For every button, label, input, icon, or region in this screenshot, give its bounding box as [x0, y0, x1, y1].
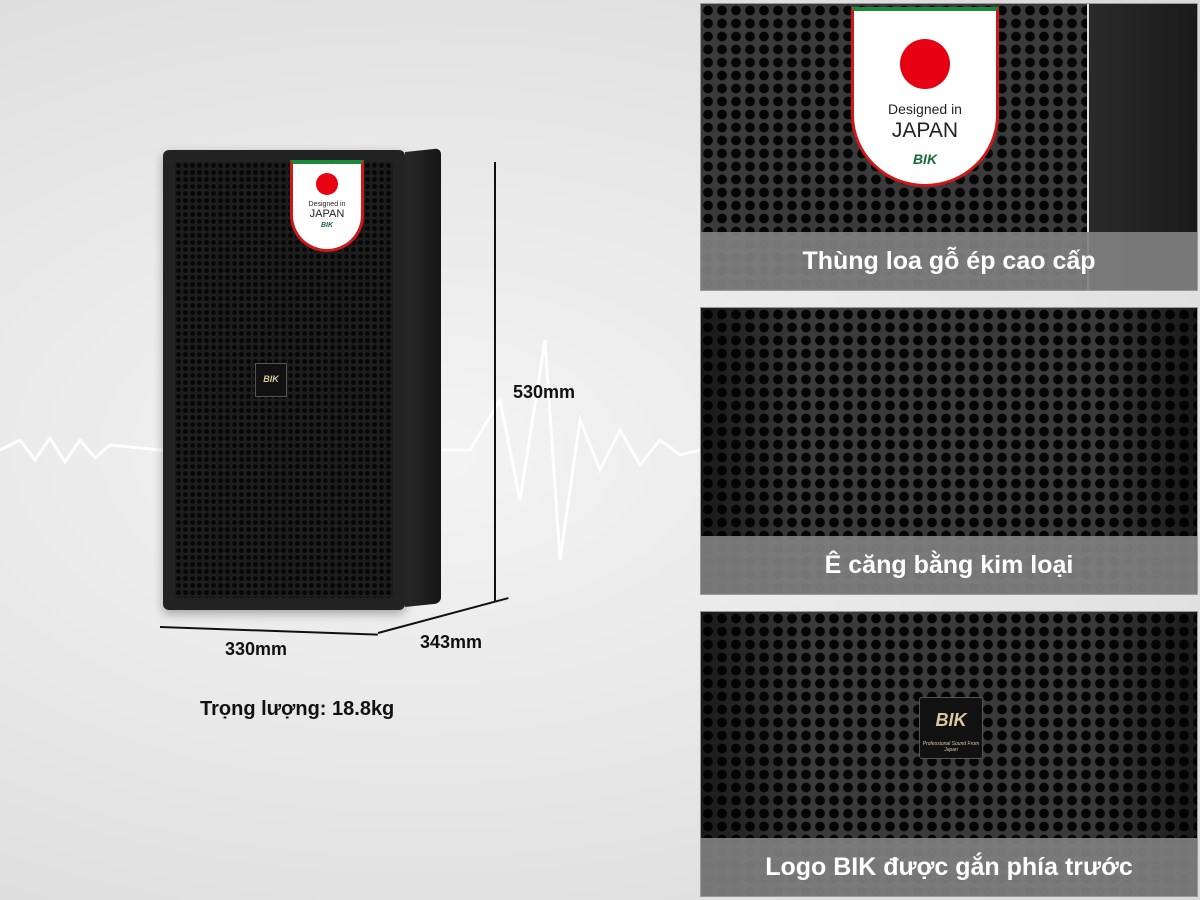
front-logo-plate: BIK [255, 363, 287, 397]
speaker-side-panel [405, 148, 441, 607]
depth-label: 343mm [420, 632, 483, 652]
designed-in-japan-badge: Designed in JAPAN BIK [290, 160, 364, 252]
feature-panel-cabinet: Designed in JAPAN BIK Thùng loa gỗ ép ca… [700, 3, 1198, 291]
width-label: 330mm [225, 639, 288, 659]
feature-caption: Thùng loa gỗ ép cao cấp [701, 232, 1197, 290]
japan-flag-sun-icon [900, 39, 950, 89]
feature-panel-grille: Ê căng bằng kim loại [700, 307, 1198, 595]
feature-caption: Ê căng bằng kim loại [701, 536, 1197, 594]
japan-flag-sun-icon [316, 173, 338, 195]
width-dimension-line [159, 626, 378, 636]
height-dimension-line [494, 162, 496, 602]
sound-wave-decoration [0, 339, 700, 561]
bik-logo-plate: BIK Professional Sound From Japan [919, 697, 983, 759]
designed-in-japan-badge-large: Designed in JAPAN BIK [851, 7, 999, 187]
height-label: 530mm [513, 382, 576, 402]
feature-caption: Logo BIK được gắn phía trước [701, 838, 1197, 896]
weight-label: Trọng lượng: 18.8kg [200, 698, 395, 720]
feature-panel-logo: BIK Professional Sound From Japan Logo B… [700, 611, 1198, 897]
speaker-image: BIK [163, 150, 405, 610]
